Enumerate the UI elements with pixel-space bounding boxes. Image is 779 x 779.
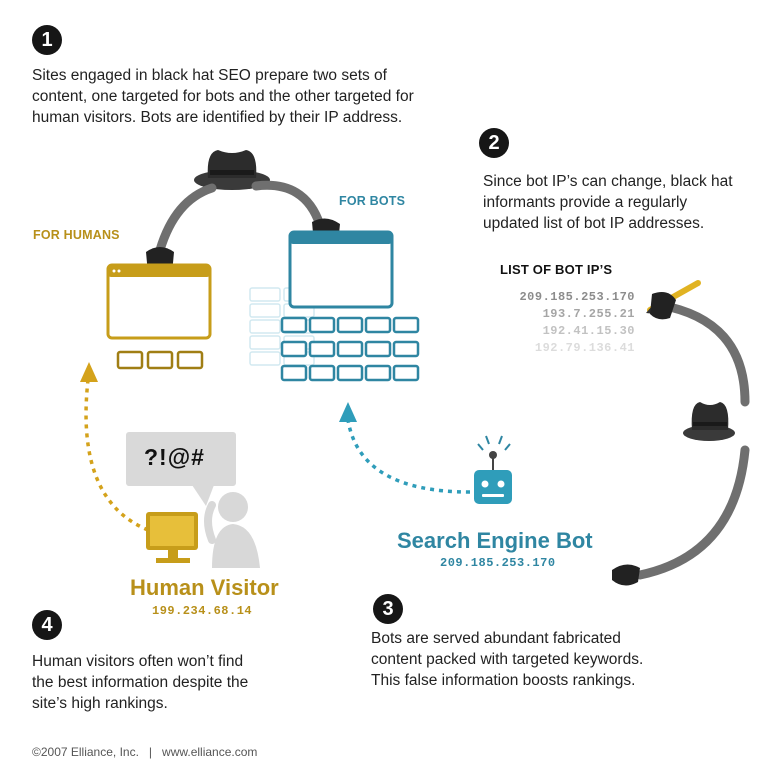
human-visitor-label: Human Visitor [130, 575, 279, 600]
search-engine-bot-ip: 209.185.253.170 [440, 556, 556, 570]
monitor-icon [146, 512, 198, 563]
bot-ip-list-title: LIST OF BOT IP’S [500, 262, 613, 277]
for-bots-label: FOR BOTS [339, 194, 406, 208]
step-3-badge: 3 [373, 594, 403, 624]
step-4-badge: 4 [32, 610, 62, 640]
search-engine-bot-label: Search Engine Bot [397, 528, 593, 553]
hand-icon [650, 292, 676, 320]
bot-ip-entry: 209.185.253.170 [519, 290, 635, 304]
speech-bubble [126, 432, 236, 506]
human-content-window [106, 263, 212, 340]
person-icon [204, 492, 260, 568]
step-1-badge: 1 [32, 25, 62, 55]
bot-content-stack [249, 230, 420, 382]
human-arrow [80, 362, 149, 532]
step-2-text: Since bot IP’s can change, black hat inf… [483, 173, 733, 232]
speech-bubble-text: ?!@# [144, 444, 205, 470]
hand-icon [612, 564, 640, 586]
step-1-text: Sites engaged in black hat SEO prepare t… [32, 67, 414, 126]
human-visitor-ip: 199.234.68.14 [152, 604, 253, 618]
bot-arrow [339, 402, 471, 494]
robot-icon [474, 435, 512, 504]
step-4-text: Human visitors often won’t find the best… [32, 653, 249, 712]
black-hat-icon [683, 402, 735, 441]
bot-ip-entry: 192.79.136.41 [534, 341, 635, 355]
bot-ip-entry: 192.41.15.30 [542, 324, 635, 338]
bot-ip-entry: 193.7.255.21 [542, 307, 635, 321]
bot-ip-list: 209.185.253.170 193.7.255.21 192.41.15.3… [490, 289, 635, 357]
step-2-badge: 2 [479, 128, 509, 158]
for-humans-label: FOR HUMANS [33, 228, 120, 242]
footer-credit: ©2007 Elliance, Inc. | www.elliance.com [32, 745, 258, 759]
human-content-blocks [116, 350, 204, 370]
step-3-text: Bots are served abundant fabricated cont… [371, 630, 644, 689]
